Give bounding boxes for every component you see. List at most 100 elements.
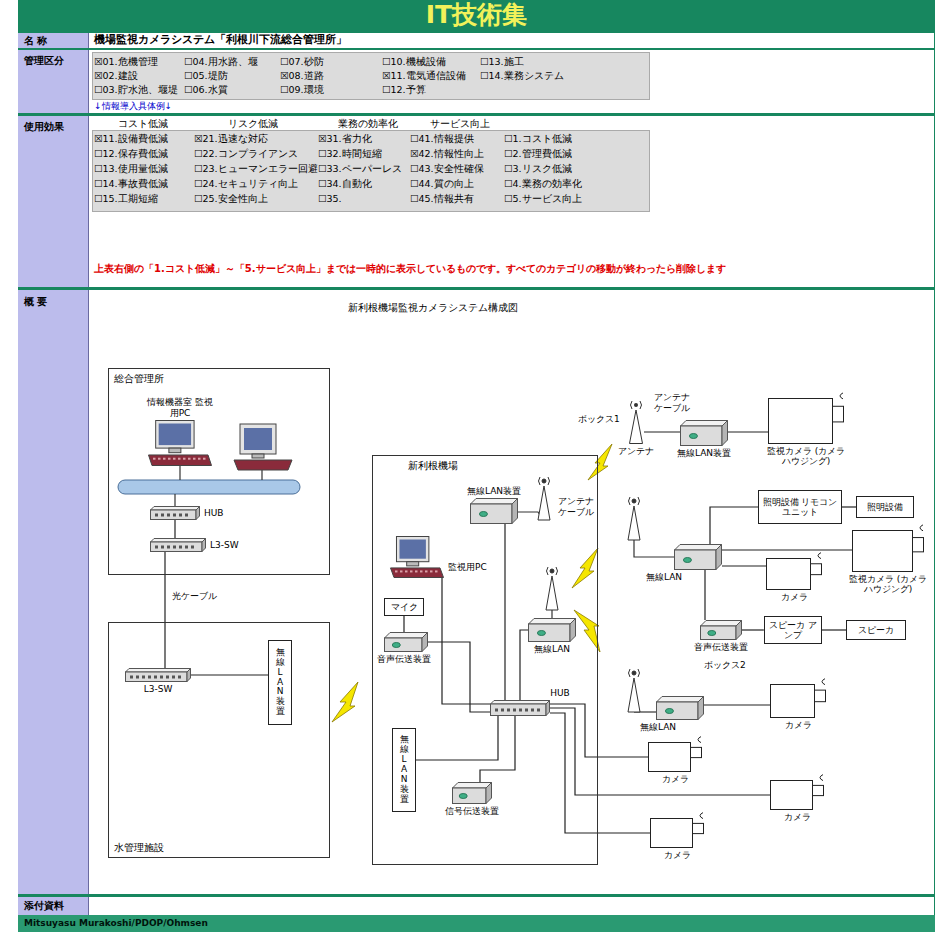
- text-label: 業務の効率化: [338, 118, 398, 129]
- node-label: 無線LAN: [534, 644, 570, 654]
- node-label: 監視カメラ (カメラハウジング): [763, 446, 849, 467]
- wires: [175, 466, 674, 712]
- node-label: 無線LAN装置: [276, 648, 285, 717]
- node-label: 水管理施設: [114, 842, 164, 854]
- label-column: [18, 30, 88, 915]
- node-label: カメラ: [662, 774, 689, 784]
- connector: [550, 713, 650, 833]
- text-label: 管理区分: [24, 55, 64, 67]
- text-label: ☐35.: [318, 193, 342, 204]
- text-label: ☐15.工期短縮: [94, 193, 158, 204]
- text-label: 上表右側の「1.コスト低減」～「5.サービス向上」までは一時的に表示しているもの…: [94, 263, 726, 275]
- network-device: 無線LAN装置: [470, 498, 518, 524]
- text-label: ☒08.道路: [280, 70, 324, 81]
- switch-icon-outline: [125, 668, 191, 682]
- row-separator: [18, 113, 935, 116]
- node-label: 新利根機場: [408, 460, 458, 472]
- antenna-icon-outline: [628, 400, 644, 444]
- text-label: ☐5.サービス向上: [504, 193, 582, 204]
- text-label: 新利根機場監視カメラシステム構成図: [348, 302, 518, 313]
- node-label: HUB: [204, 508, 224, 518]
- node-label: アンテナ: [618, 446, 654, 456]
- switch-icon: L3-SW: [150, 538, 206, 552]
- pc-icon: 情報機器室 監視用PC: [148, 420, 212, 466]
- switch-icon: HUB: [150, 506, 200, 520]
- equipment-box: スピーカ: [846, 620, 906, 640]
- node-label: スピーカ アンプ: [768, 620, 818, 641]
- text-label: ☐05.堤防: [184, 70, 228, 81]
- row-separator: [18, 894, 935, 897]
- node-label: カメラ: [784, 812, 811, 822]
- switch-icon-outline: [150, 506, 200, 520]
- camera-outline: [648, 742, 702, 772]
- node-label: 無線LAN装置: [677, 448, 731, 458]
- connector: [480, 716, 515, 782]
- node-label: 音声伝送装置: [377, 654, 431, 664]
- wireless-bolt: [332, 444, 612, 722]
- camera: 監視カメラ (カメラハウジング): [852, 530, 924, 572]
- connector: [742, 629, 764, 630]
- node-label: 音声伝送装置: [694, 642, 748, 652]
- text-label: Mitsuyasu Murakoshi/PDOP/Ohmsen: [24, 918, 208, 929]
- edge-label: 光ケーブル: [170, 590, 219, 603]
- text-label: ☐33.ペーパーレス: [318, 163, 402, 174]
- text-label: ☐41.情報提供: [410, 133, 474, 144]
- equipment-box: マイク: [384, 598, 424, 616]
- switch-icon: HUB: [490, 700, 550, 716]
- node-label: 監視用PC: [448, 562, 487, 572]
- text-label: ☒21.迅速な対応: [194, 133, 268, 144]
- text-label: サービス向上: [430, 118, 490, 129]
- text-label: ☐4.業務の効率化: [504, 178, 582, 189]
- text-label: ☐3.リスク低減: [504, 163, 572, 174]
- antenna-icon: [538, 477, 640, 712]
- wireless-lan-box: 無線LAN装置: [268, 640, 292, 725]
- text-label: 添付資料: [24, 900, 64, 912]
- connector: [722, 565, 766, 566]
- text-label: ☐14.業務システム: [480, 70, 564, 81]
- connector: [722, 549, 852, 550]
- network-device: 音声伝送装置: [384, 632, 428, 652]
- connector: [728, 431, 768, 432]
- text-label: 機場監視カメラシステム「利根川下流総合管理所」: [94, 33, 347, 46]
- network-device-outline: [680, 420, 728, 446]
- switch-icon-outline: [490, 700, 550, 716]
- node-label: カメラ: [781, 592, 808, 602]
- connector: [822, 629, 846, 630]
- node-label: 監視カメラ (カメラハウジング): [845, 574, 931, 595]
- row-separator: [18, 30, 935, 33]
- pc-icon-outline: [148, 420, 212, 466]
- text-label: ☐23.ヒューマンエラー回避: [194, 163, 318, 174]
- text-label: ☐09.環境: [280, 84, 324, 95]
- text-label: ☐44.質の向上: [410, 178, 474, 189]
- camera: カメラ: [650, 818, 704, 848]
- connector: [442, 578, 490, 704]
- connector: [644, 431, 680, 432]
- text-label: ☐22.コンプライアンス: [194, 148, 298, 159]
- wireless-lan-box: 無線LAN装置: [392, 728, 416, 812]
- text-label: ☒42.情報性向上: [410, 148, 484, 159]
- node-label: 無線LAN装置: [400, 735, 409, 804]
- text-label: ☒01.危機管理: [94, 56, 158, 67]
- node-label: 無線LAN: [640, 722, 676, 732]
- node-label: L3-SW: [144, 684, 173, 694]
- node-label: カメラ: [785, 720, 812, 730]
- row-separator: [18, 48, 935, 50]
- node-label: スピーカ: [858, 625, 894, 635]
- network-device-outline: [656, 696, 704, 720]
- network-device-outline: [452, 782, 492, 804]
- column-divider: [88, 30, 89, 915]
- site-region: 総合管理所情報機器室 監視用PCHUBL3-SW: [108, 368, 330, 575]
- connector: [416, 716, 498, 760]
- network-device-outline: [674, 544, 722, 570]
- text-label: ☐45.情報共有: [410, 193, 474, 204]
- text-label: ☐25.安全性向上: [194, 193, 268, 204]
- network-device-outline: [384, 632, 428, 652]
- site-region-outline: [108, 622, 330, 858]
- camera-outline: [650, 818, 704, 848]
- text-label: ☐10.機械設備: [382, 56, 446, 67]
- text-label: ☐06.水質: [184, 84, 228, 95]
- text-label: ☐13.施工: [480, 56, 524, 67]
- camera-outline: [766, 558, 822, 590]
- node-label: 照明設備: [867, 502, 903, 512]
